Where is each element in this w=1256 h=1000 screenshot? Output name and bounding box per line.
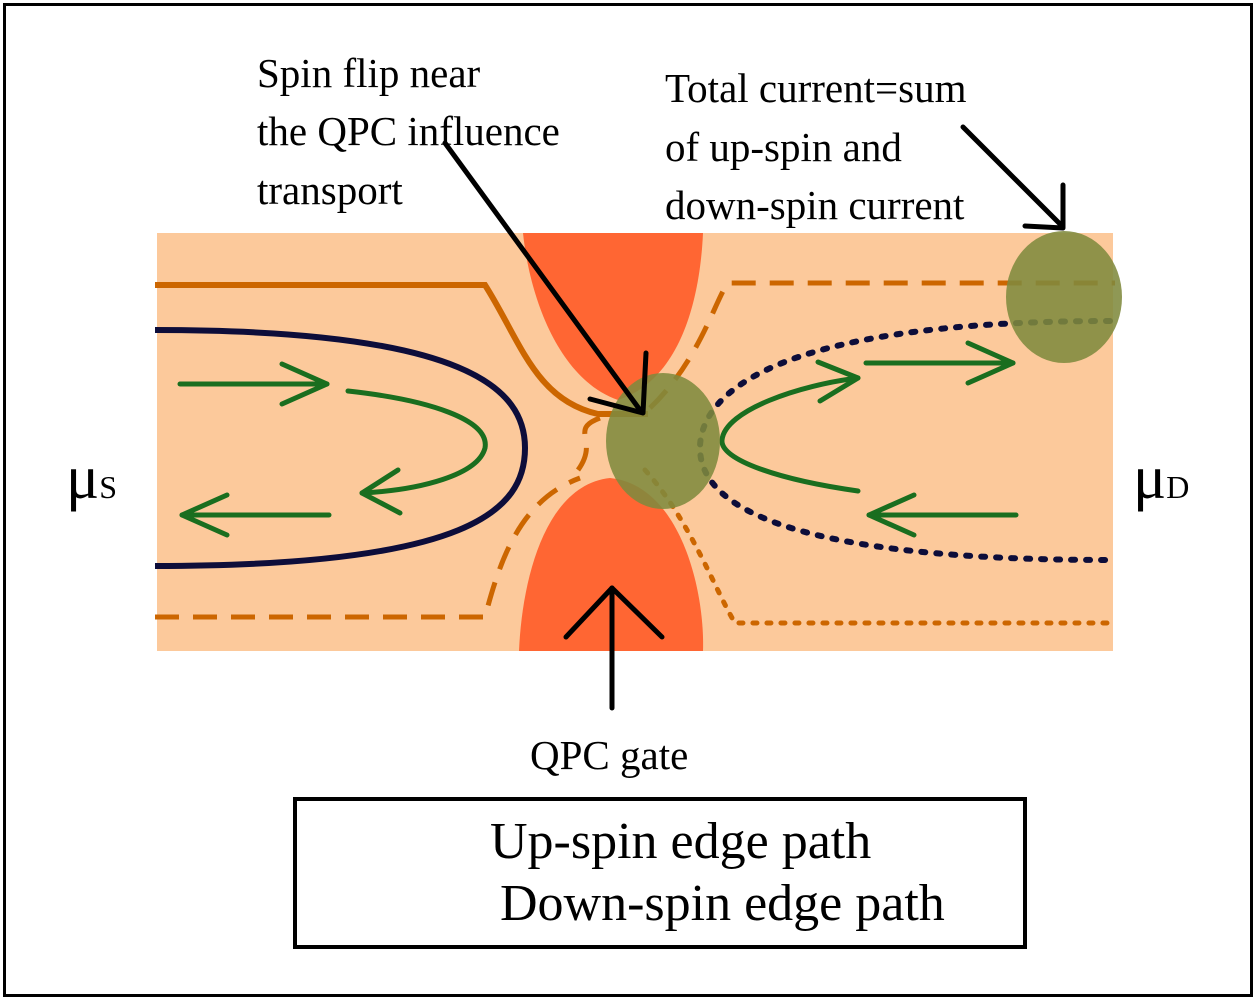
arrow-qpc-gate-pointer-icon [563,585,665,711]
arrow-left-bottom-left-icon [179,492,332,538]
drain-potential-subscript: D [1166,469,1190,505]
arrow-left-top-right-icon [177,361,330,407]
qpc-gate-bottom [519,478,704,651]
total-current-annotation-line3: down-spin current [665,182,965,228]
current-arrows [177,340,1019,538]
legend-label-down-spin: Down-spin edge path [500,875,945,932]
total-current-annotation-line1: Total current=sum [665,65,967,111]
arrow-right-curved-icon [719,359,861,494]
spin-flip-annotation-line3: transport [257,167,403,213]
up-spin-edge-path-top-left [155,282,648,417]
spin-flip-region-qpc [606,373,720,509]
drain-potential-symbol: μ [1133,444,1167,512]
spin-flip-annotation-line1: Spin flip near [257,50,481,96]
down-spin-edge-path-left [154,327,529,569]
arrow-total-current-pointer-icon [960,124,1066,231]
arrow-right-top-icon [863,340,1016,386]
up-spin-edge-path-top-right [575,280,1115,472]
qpc-gate-top [523,233,703,400]
arrow-left-curved-icon [345,388,488,516]
legend [293,797,1027,949]
source-potential-subscript: S [99,469,118,505]
drain-potential-label: μD [1133,447,1189,509]
annotation-arrows [442,124,1066,711]
arrow-spin-flip-pointer-icon [442,140,649,416]
current-sum-region-drain [1006,231,1122,363]
spin-flip-annotation-line2: the QPC influence [257,108,560,154]
arrow-right-bottom-left-icon [866,492,1019,538]
source-potential-symbol: μ [66,444,100,512]
qpc-gate-label: QPC gate [530,732,689,778]
total-current-annotation-line2: of up-spin and [665,124,902,170]
legend-label-up-spin: Up-spin edge path [490,813,872,870]
source-potential-label: μS [66,447,117,509]
